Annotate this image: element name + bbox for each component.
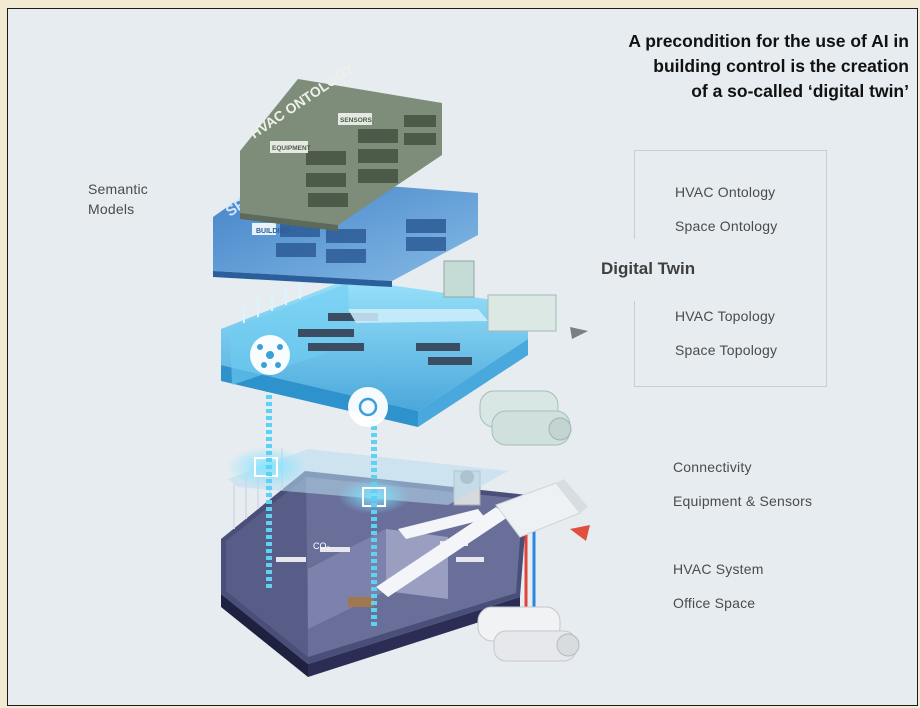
sensors-tag: SENSORS (340, 117, 372, 124)
network-node-icon (250, 335, 290, 375)
hvac-ontology-panel: EQUIPMENT SENSORS (240, 79, 442, 231)
exhaust-arrow-red (570, 525, 590, 541)
office-space-label: Office Space (673, 595, 756, 611)
bracket-gap (626, 239, 638, 301)
hvac-ducts (376, 479, 590, 597)
space-topology-label: Space Topology (675, 342, 778, 358)
space-tag: BUILDING (256, 228, 290, 235)
space-ontology-label: Space Ontology (675, 218, 778, 234)
connectivity-label: Connectivity (673, 459, 752, 475)
headline: A precondition for the use of AI in buil… (628, 31, 909, 101)
data-link-columns (266, 367, 377, 629)
equipment-tag: EQUIPMENT (272, 145, 311, 152)
infographic-frame: A precondition for the use of AI in buil… (7, 8, 918, 706)
hvac-system-label: HVAC System (673, 561, 764, 577)
equipment-sensors-label: Equipment & Sensors (673, 493, 813, 509)
exhaust-arrow-grey (570, 327, 588, 339)
co2-label: CO₂ (313, 541, 331, 551)
chiller-bottom (477, 606, 580, 662)
semantic-models-label: Semantic Models (88, 181, 148, 217)
digital-twin-title: Digital Twin (601, 259, 696, 278)
ai-brain-icon (348, 387, 388, 427)
hvac-topology-label: HVAC Topology (675, 308, 776, 324)
digital-twin-illustration: CO₂ (213, 59, 590, 677)
hvac-equipment-mid (443, 260, 588, 446)
hvac-ontology-label: HVAC Ontology (675, 184, 776, 200)
